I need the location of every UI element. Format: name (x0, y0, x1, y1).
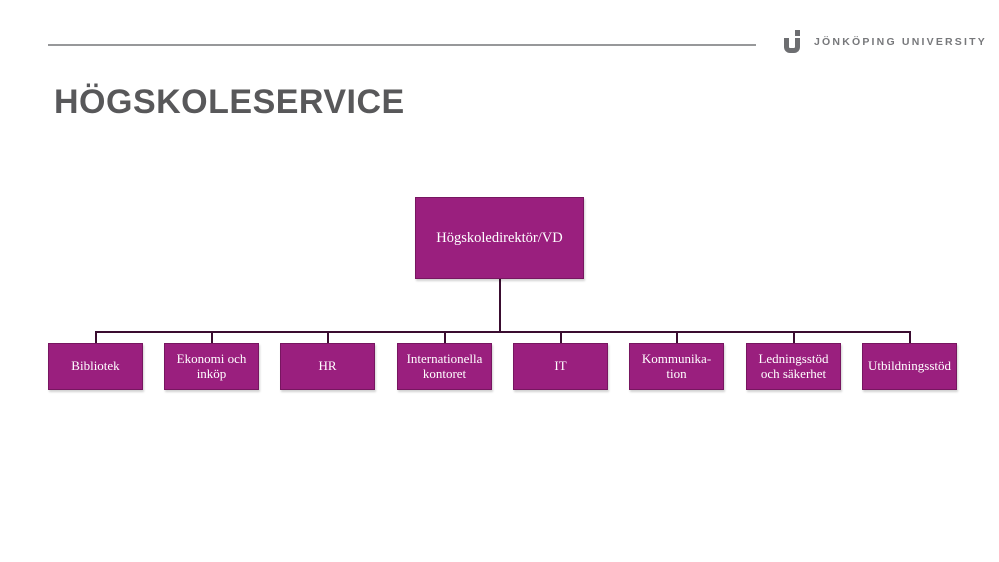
org-box-kommunikation: Kommunika- tion (629, 343, 724, 390)
org-box-it: IT (513, 343, 608, 390)
connector-stub (793, 331, 795, 344)
header-rule (48, 44, 756, 46)
org-box-root: Högskoledirektör/VD (415, 197, 584, 279)
university-logo: JÖNKÖPING UNIVERSITY (784, 30, 987, 54)
ju-monogram-u-shape (784, 38, 800, 53)
connector-stub (444, 331, 446, 344)
org-box-bibliotek: Bibliotek (48, 343, 143, 390)
connector-root-vertical (499, 279, 501, 332)
page-title: HÖGSKOLESERVICE (54, 83, 405, 121)
connector-stub (909, 331, 911, 344)
ju-monogram-icon (784, 30, 805, 54)
org-box-ledningsstod-och-sakerhet: Ledningsstöd och säkerhet (746, 343, 841, 390)
connector-stub (327, 331, 329, 344)
ju-monogram-dot (795, 30, 800, 36)
connector-stub (95, 331, 97, 344)
connector-stub (211, 331, 213, 344)
org-box-hr: HR (280, 343, 375, 390)
connector-horizontal (95, 331, 911, 333)
org-box-internationella-kontoret: Internationella kontoret (397, 343, 492, 390)
org-box-utbildningsstod: Utbildningsstöd (862, 343, 957, 390)
university-wordmark: JÖNKÖPING UNIVERSITY (814, 36, 987, 48)
org-box-ekonomi-och-inkop: Ekonomi och inköp (164, 343, 259, 390)
connector-stub (560, 331, 562, 344)
connector-stub (676, 331, 678, 344)
